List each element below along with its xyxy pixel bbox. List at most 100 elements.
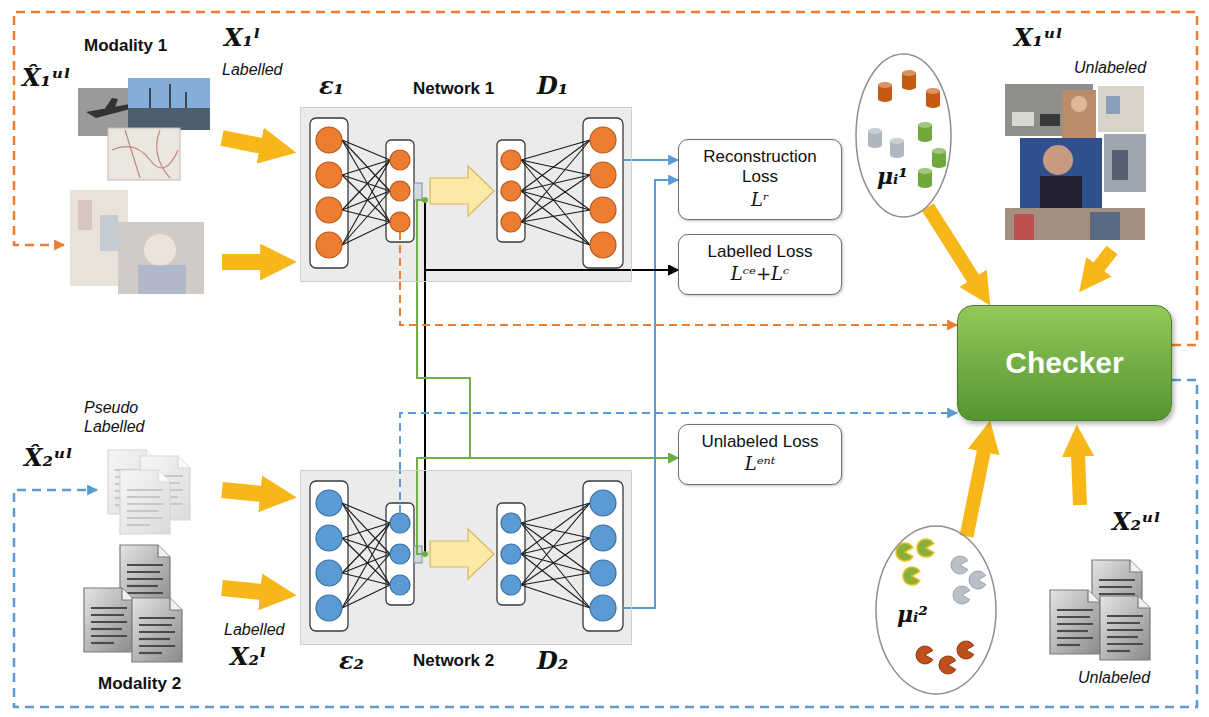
feedback-loop (14, 380, 1197, 707)
internal-wire (399, 470, 401, 513)
centroid-symbols (917, 539, 934, 557)
modality1-images (144, 234, 176, 266)
centroid-symbols (939, 656, 956, 674)
network-title: Network 1 (413, 79, 494, 99)
loss-title: Unlabeled Loss (701, 432, 818, 452)
unlabeled-images (1020, 138, 1102, 208)
centroid-symbols (878, 70, 940, 108)
loss-formula: Lʳ (751, 188, 769, 211)
checker-title: Checker (1005, 346, 1123, 380)
network-illustration (316, 127, 616, 258)
modality-title: Modality 1 (82, 36, 169, 56)
centroid-symbols (916, 646, 933, 664)
input-arrow (222, 138, 262, 146)
modality-title: Modality 2 (96, 674, 183, 694)
encoder-label: ε₁ (319, 72, 344, 101)
unlabeled-images (1098, 86, 1144, 132)
unlabeled-images (1040, 114, 1060, 126)
connector (425, 270, 678, 470)
loss-box: Reconstruction LossLʳ (678, 139, 842, 220)
dataset-symbol: X̂₁ᵘˡ (20, 64, 73, 93)
unlabeled-images (1012, 112, 1034, 126)
centroid-symbols (951, 556, 968, 574)
network-title: Network 2 (413, 651, 494, 671)
dataset-symbol: X₂ᵘˡ (1110, 508, 1163, 537)
network-illustration (300, 470, 632, 645)
unlabeled-images (1043, 145, 1073, 175)
document-icons (1050, 590, 1100, 654)
loss-box: Unlabeled LossLᵉⁿᵗ (678, 424, 842, 485)
loss-title: Reconstruction Loss (690, 147, 830, 188)
internal-wire (623, 607, 632, 609)
unlabeled-images (1104, 134, 1146, 192)
internal-wire (424, 470, 426, 554)
dataset-caption: Labelled (220, 60, 285, 79)
centroid-symbols (918, 122, 946, 188)
centroid-symbol: μᵢ² (897, 601, 928, 627)
loss-title: Labelled Loss (708, 242, 813, 262)
centroid-symbols (896, 539, 934, 585)
centroid-symbols (878, 82, 892, 102)
decoder-label: D₁ (537, 72, 568, 101)
internal-wire (417, 470, 425, 554)
modality1-images (128, 78, 210, 130)
internal-wire (422, 551, 428, 557)
centroid-ellipse: μᵢ² (875, 525, 997, 695)
connector (632, 180, 678, 608)
modality1-images (70, 78, 210, 294)
document-icons (132, 598, 182, 662)
ellipse-outline (856, 54, 951, 217)
centroid-symbols (916, 641, 974, 674)
dataset-caption: Labelled (222, 620, 287, 639)
dataset-caption: Unlabeled (1076, 668, 1152, 687)
centroid-symbols (868, 128, 904, 158)
internal-wire (399, 232, 401, 282)
connector (632, 159, 678, 161)
centroid-symbols (957, 641, 974, 659)
modality1-images (112, 130, 178, 178)
unlabeled-images (1014, 214, 1034, 240)
modality1-images (108, 128, 180, 180)
dataset-symbol: X₁ᵘˡ (1012, 24, 1065, 53)
unlabeled-images (1005, 84, 1146, 240)
modality1-images (128, 108, 210, 130)
dataset-symbol: X₂ˡ (228, 643, 268, 672)
input-arrow (1078, 455, 1080, 505)
connector (417, 282, 678, 458)
dataset-caption: Unlabeled (1072, 58, 1148, 77)
internal-wire (400, 160, 632, 608)
unlabeled-images (1071, 96, 1087, 112)
loss-formula: Lᵉⁿᵗ (745, 452, 776, 475)
centroid-symbols (918, 122, 932, 142)
decoder-label: D₂ (537, 647, 568, 676)
internal-wire (425, 200, 632, 270)
unlabeled-images (1112, 150, 1128, 180)
network-box: ε₂Network 2D₂ (300, 470, 632, 645)
input-arrow (222, 254, 262, 270)
ellipse-outline (855, 53, 952, 218)
block-arrow (928, 207, 974, 280)
network-illustration (316, 490, 616, 621)
document-icons (84, 450, 1150, 662)
dataset-caption: Pseudo Labelled (82, 398, 156, 436)
feedback-loop (14, 12, 1197, 345)
dataset-symbol: X̂₂ᵘˡ (22, 444, 75, 473)
centroid-symbol: μᵢ¹ (877, 163, 908, 189)
modality1-images (150, 84, 186, 108)
centroid-symbols (932, 148, 946, 168)
network-illustration (300, 470, 632, 645)
input-arrow (222, 138, 262, 592)
centroid-symbols (896, 543, 913, 561)
network-box: ε₁Network 1D₁ (300, 107, 632, 282)
checker-box: Checker (957, 305, 1172, 421)
document-icons (84, 588, 134, 652)
centroid-ellipse: μᵢ¹ (855, 53, 952, 218)
centroid-symbols (969, 571, 986, 589)
dataset-symbol: X₁ˡ (222, 24, 262, 53)
network-illustration (300, 107, 632, 282)
modality1-images (138, 265, 186, 294)
centroid-symbols (926, 88, 940, 108)
document-icons (1100, 596, 1150, 660)
